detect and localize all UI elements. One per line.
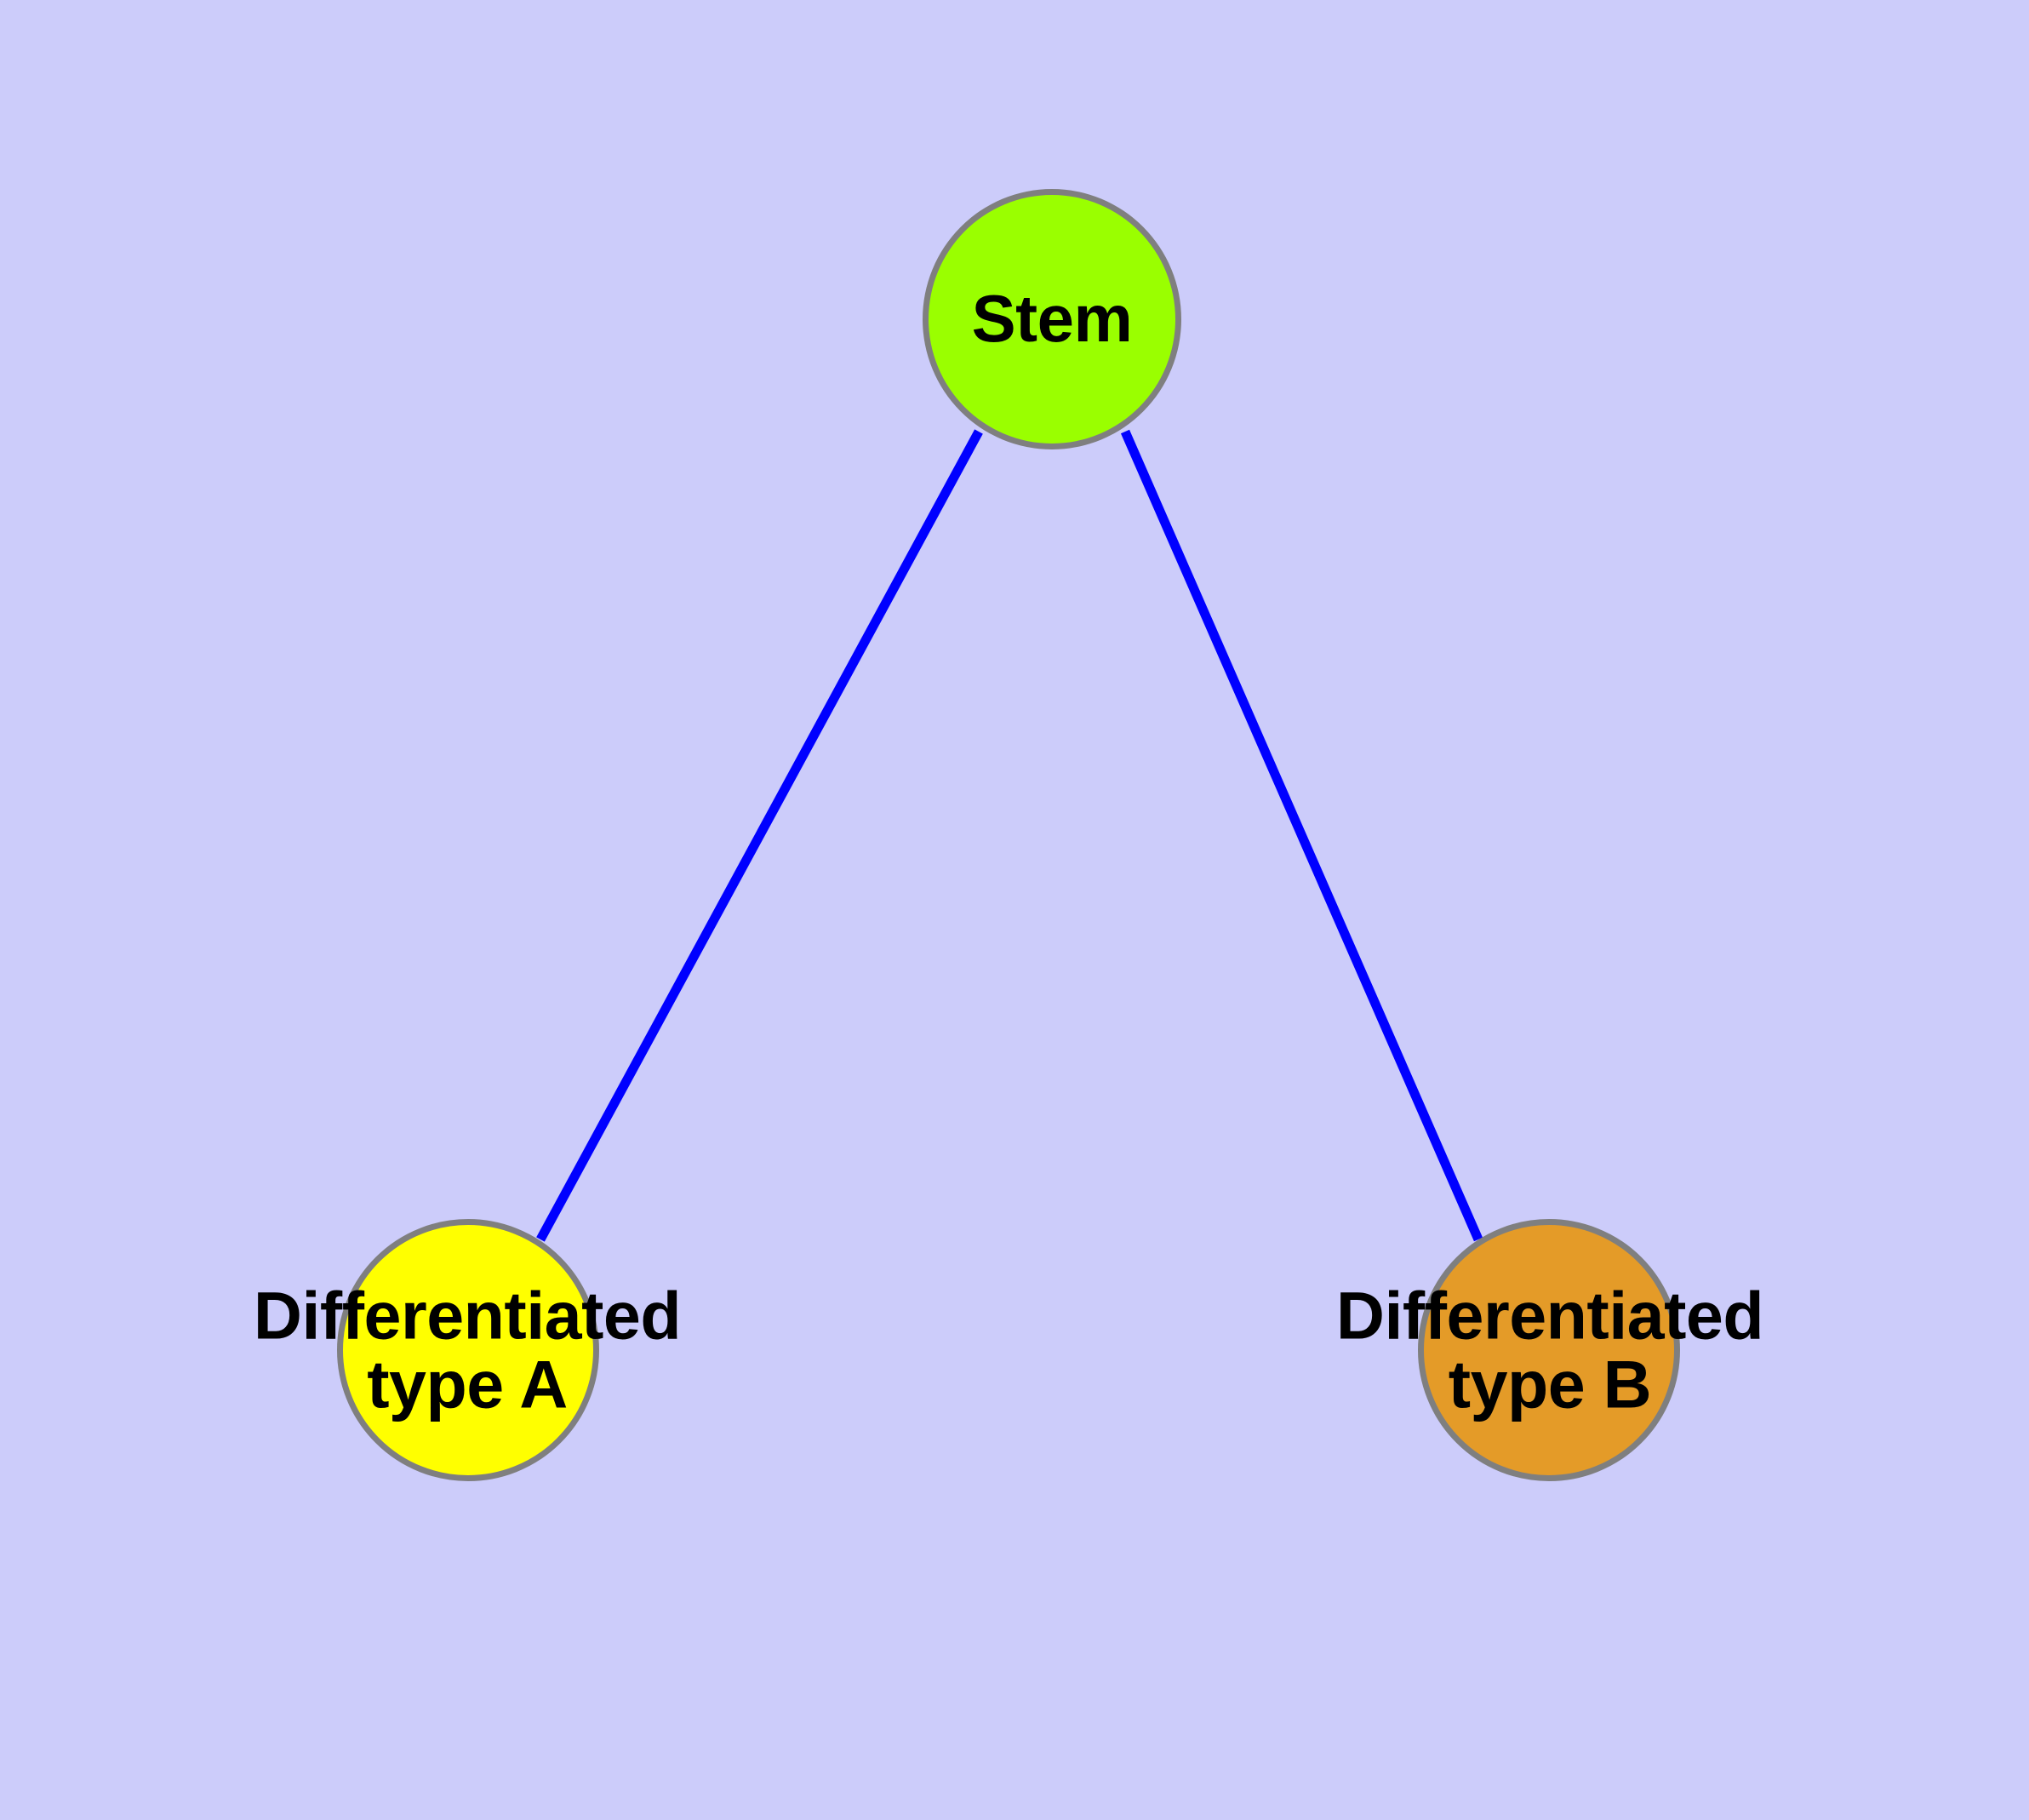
edge-stem-to-differentiated-type-b (1120, 429, 1483, 1242)
node-differentiated-type-b[interactable] (1418, 1219, 1680, 1481)
node-differentiated-type-a[interactable] (337, 1219, 599, 1481)
node-stem[interactable] (923, 189, 1181, 449)
edge-stem-to-differentiated-type-a (536, 429, 983, 1242)
